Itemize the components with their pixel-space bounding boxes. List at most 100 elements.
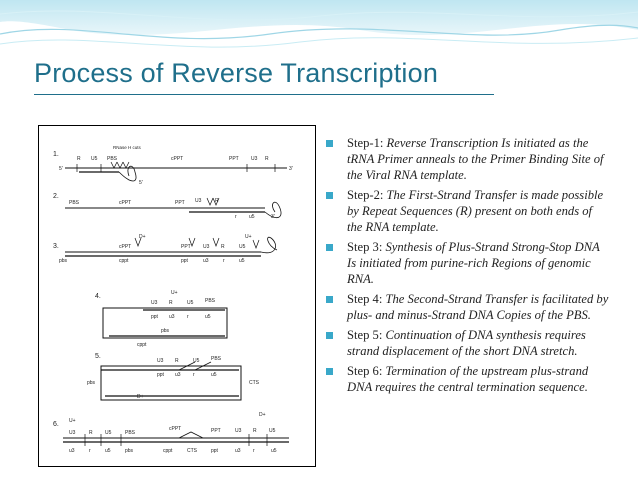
title-underline: [34, 94, 494, 95]
diagram-panel-4: 4. U+ U3 R U5 PBS ppt u3 r u5 pbs cppt: [95, 290, 227, 348]
diagram-label: pbs: [59, 258, 68, 264]
diagram-label: cPPT: [171, 156, 183, 162]
square-bullet-icon: [326, 296, 333, 303]
diagram-label: U+: [171, 290, 178, 296]
diagram-label: U3: [157, 358, 164, 364]
list-item: Step 4: The Second-Strand Transfer is fa…: [322, 291, 609, 323]
diagram-label: R: [169, 300, 173, 306]
diagram-label: u5: [105, 448, 111, 454]
diagram-label: r: [89, 448, 91, 454]
diagram-label: U5: [105, 430, 112, 436]
diagram-label: 5': [59, 166, 63, 172]
diagram-label: PBS: [211, 356, 222, 362]
list-item: Step 3: Synthesis of Plus-Strand Strong-…: [322, 239, 609, 287]
diagram-label: R: [77, 156, 81, 162]
diagram-label: pbs: [161, 328, 170, 334]
list-item: Step-1: Reverse Transcription Is initiat…: [322, 135, 609, 183]
list-item: Step 5: Continuation of DNA synthesis re…: [322, 327, 609, 359]
diagram-panel-1: 1. RNase H cuts R U5 PBS cPPT PPT U3 R 5…: [53, 145, 293, 186]
diagram-label: R: [253, 428, 257, 434]
diagram-panel-5: 5. U3 R U5 PBS ppt u3 r u5 pbs D+ CTS: [87, 353, 260, 400]
step-label: Step 5:: [347, 328, 385, 342]
diagram-label: U5: [187, 300, 194, 306]
diagram-label: PBS: [125, 430, 136, 436]
square-bullet-icon: [326, 332, 333, 339]
diagram-label: ppt: [151, 314, 159, 320]
diagram-label: U+: [245, 234, 252, 240]
diagram-label: 5': [139, 180, 143, 186]
diagram-label: U3: [69, 430, 76, 436]
diagram-label: R: [265, 156, 269, 162]
diagram-label: D+: [259, 412, 266, 418]
diagram-label: 3.: [53, 243, 59, 250]
square-bullet-icon: [326, 140, 333, 147]
diagram-label: u5: [249, 214, 255, 220]
diagram-label: U3: [151, 300, 158, 306]
diagram-label: RNase H cuts: [113, 145, 142, 150]
header-wave-decoration: [0, 0, 638, 60]
step-label: Step 6:: [347, 364, 385, 378]
diagram-label: cppt: [137, 342, 147, 348]
diagram-label: cPPT: [169, 426, 181, 432]
diagram-label: U3: [195, 198, 202, 204]
diagram-label: R: [175, 358, 179, 364]
diagram-label: CTS: [187, 448, 198, 454]
step-label: Step-2:: [347, 188, 387, 202]
diagram-label: U+: [69, 418, 76, 424]
diagram-label: u5: [239, 258, 245, 264]
diagram-label: U5: [91, 156, 98, 162]
diagram-label: r: [253, 448, 255, 454]
diagram-label: PBS: [69, 200, 80, 206]
diagram-label: U5: [193, 358, 200, 364]
diagram-label: CTS: [249, 380, 260, 386]
diagram-label: r: [235, 214, 237, 220]
step-label: Step-1:: [347, 136, 387, 150]
diagram-label: cPPT: [119, 244, 131, 250]
diagram-label: U3: [251, 156, 258, 162]
square-bullet-icon: [326, 244, 333, 251]
step-text: Synthesis of Plus-Strand Strong-Stop DNA…: [347, 240, 600, 286]
diagram-label: u3: [69, 448, 75, 454]
step-text: The Second-Strand Transfer is facilitate…: [347, 292, 608, 322]
diagram-label: 6.: [53, 421, 59, 428]
diagram-label: r: [187, 314, 189, 320]
diagram-label: ppt: [211, 448, 219, 454]
diagram-label: PPT: [175, 200, 185, 206]
diagram-label: R: [221, 244, 225, 250]
diagram-label: PPT: [229, 156, 239, 162]
slide-title: Process of Reverse Transcription: [34, 58, 438, 89]
diagram-label: u5: [271, 448, 277, 454]
diagram-label: PPT: [211, 428, 221, 434]
diagram-label: pbs: [87, 380, 96, 386]
diagram-label: ppt: [181, 258, 189, 264]
diagram-label: U5: [269, 428, 276, 434]
diagram-label: pbs: [125, 448, 134, 454]
diagram-label: U3: [235, 428, 242, 434]
diagram-label: ppt: [157, 372, 165, 378]
diagram-panel-2: 2. PBS cPPT PPT U3 R r u5 3': [53, 193, 281, 220]
diagram-label: 5.: [95, 353, 101, 360]
steps-panel: Step-1: Reverse Transcription Is initiat…: [318, 127, 613, 465]
diagram-label: cPPT: [119, 200, 131, 206]
diagram-label: u3: [203, 258, 209, 264]
diagram-label: u5: [205, 314, 211, 320]
diagram-label: 3': [289, 166, 293, 172]
diagram-label: R: [89, 430, 93, 436]
panel-number: 1.: [53, 151, 59, 158]
diagram-label: u5: [211, 372, 217, 378]
diagram-label: u3: [175, 372, 181, 378]
square-bullet-icon: [326, 192, 333, 199]
diagram-label: r: [193, 372, 195, 378]
diagram-label: PBS: [205, 298, 216, 304]
square-bullet-icon: [326, 368, 333, 375]
diagram-label: 2.: [53, 193, 59, 200]
diagram-label: D+: [139, 234, 146, 240]
diagram-label: U3: [203, 244, 210, 250]
diagram-label: u3: [169, 314, 175, 320]
diagram-panel-3: 3. D+ cPPT cppt PPT U3 R U5 U+ ppt u3 r …: [53, 234, 277, 264]
diagram-label: u3: [235, 448, 241, 454]
diagram-label: 4.: [95, 293, 101, 300]
diagram-label: r: [223, 258, 225, 264]
step-label: Step 4:: [347, 292, 385, 306]
diagram-panel-6: 6. U+ D+ U3 R U5 PBS cPPT PPT U3 R U5 u3…: [53, 412, 289, 454]
